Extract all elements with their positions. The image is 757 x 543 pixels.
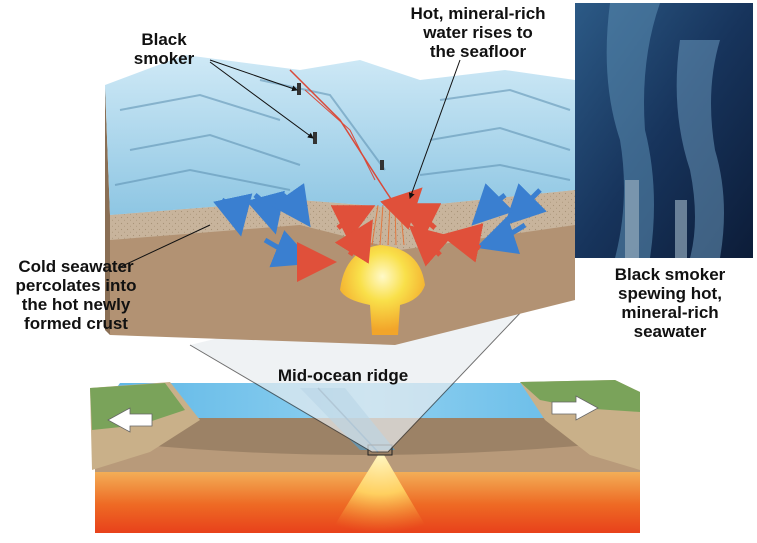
magma-chamber bbox=[340, 245, 425, 335]
black-smoker-chimney bbox=[297, 83, 301, 95]
leader-lines bbox=[117, 59, 461, 269]
black-smoker-photo bbox=[575, 3, 753, 258]
black-smoker-chimney bbox=[313, 132, 317, 144]
cold-water-arrows bbox=[213, 183, 547, 268]
ridge-cross-section-block bbox=[105, 55, 575, 345]
upwelling-glow bbox=[330, 455, 430, 533]
label-photo-caption: Black smoker spewing hot, mineral-rich s… bbox=[614, 265, 726, 341]
seafloor-surface bbox=[105, 55, 575, 215]
black-smoker-chimney bbox=[380, 160, 384, 170]
spreading-arrow-right bbox=[551, 395, 599, 421]
label-black-smoker: Black smoker bbox=[133, 30, 195, 68]
label-hot-water-rises: Hot, mineral-rich water rises to the sea… bbox=[410, 4, 546, 61]
label-cold-seawater: Cold seawater percolates into the hot ne… bbox=[15, 257, 137, 333]
spreading-arrow-left bbox=[107, 407, 153, 433]
hot-water-arrows bbox=[296, 187, 484, 282]
label-mid-ocean-ridge: Mid-ocean ridge bbox=[277, 366, 409, 385]
double-white-arrow-icon bbox=[107, 395, 599, 433]
